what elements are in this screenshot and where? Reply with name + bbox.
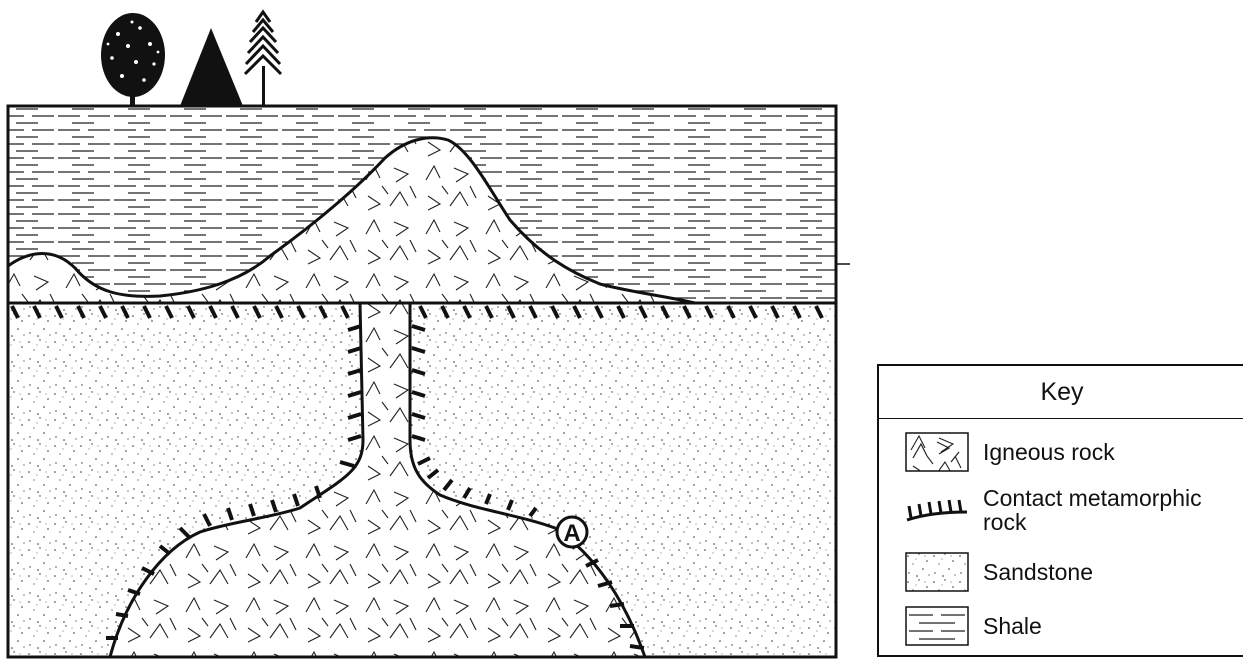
legend-label-shale: Shale bbox=[983, 614, 1042, 638]
pine-tree-icon bbox=[245, 12, 281, 106]
legend-item-igneous: Igneous rock bbox=[905, 432, 1115, 472]
legend-item-shale: Shale bbox=[905, 606, 1042, 646]
point-a-marker: A bbox=[557, 517, 587, 547]
legend-label-contact: Contact metamorphic rock bbox=[983, 486, 1213, 534]
deciduous-tree-icon bbox=[101, 13, 165, 106]
cross-section-diagram: A bbox=[0, 0, 860, 660]
legend-title: Key bbox=[879, 366, 1243, 419]
legend-label-igneous: Igneous rock bbox=[983, 440, 1115, 464]
contact-metamorphic-swatch-icon bbox=[905, 490, 969, 530]
shale-swatch-icon bbox=[905, 606, 969, 646]
conifer-tree-icon bbox=[180, 28, 243, 106]
legend-key: Key Igneous rock Contact metamorphic roc… bbox=[877, 364, 1243, 657]
legend-item-contact: Contact metamorphic rock bbox=[905, 486, 1213, 534]
legend-label-sandstone: Sandstone bbox=[983, 560, 1093, 584]
sandstone-swatch-icon bbox=[905, 552, 969, 592]
point-a-label: A bbox=[563, 520, 580, 547]
igneous-swatch-icon bbox=[905, 432, 969, 472]
legend-item-sandstone: Sandstone bbox=[905, 552, 1093, 592]
